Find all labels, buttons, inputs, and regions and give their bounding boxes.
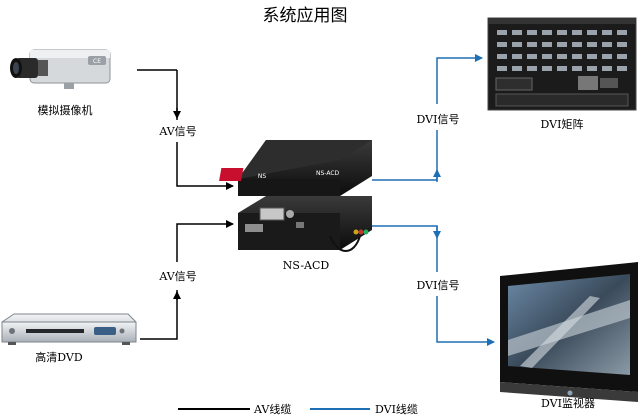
dvi-signal-bottom-label: DVI信号 (417, 279, 460, 292)
av-signal-top-label: AV信号 (158, 125, 196, 138)
hd-dvd-player-icon (1, 313, 137, 345)
legend-av-label: AV线缆 (253, 402, 291, 416)
converter-logo: NS (258, 173, 266, 180)
dvi-matrix-icon (487, 17, 637, 111)
converter-model-text: NS-ACD (316, 170, 340, 177)
dvd-label: 高清DVD (35, 350, 83, 364)
dvi-link-matrix (372, 54, 483, 182)
av-signal-bottom-label: AV信号 (158, 270, 196, 283)
converter-label: NS-ACD (283, 259, 330, 272)
matrix-label: DVI矩阵 (541, 117, 584, 131)
av-link-dvd (140, 220, 234, 340)
diagram-title: 系统应用图 (263, 6, 348, 26)
dvi-monitor-icon (500, 262, 638, 402)
camera-label: 模拟摄像机 (38, 103, 93, 117)
av-link-camera (137, 69, 234, 190)
monitor-label: DVI监视器 (541, 396, 595, 410)
legend-dvi-label: DVI线缆 (375, 402, 418, 416)
analog-camera-icon: CE (10, 49, 111, 89)
dvi-signal-top-label: DVI信号 (417, 113, 460, 126)
legend: AV线缆 DVI线缆 (178, 402, 418, 416)
dvi-link-monitor (372, 225, 495, 346)
ns-acd-converter-icon: NS NS-ACD (219, 140, 372, 252)
camera-badge: CE (93, 58, 101, 65)
